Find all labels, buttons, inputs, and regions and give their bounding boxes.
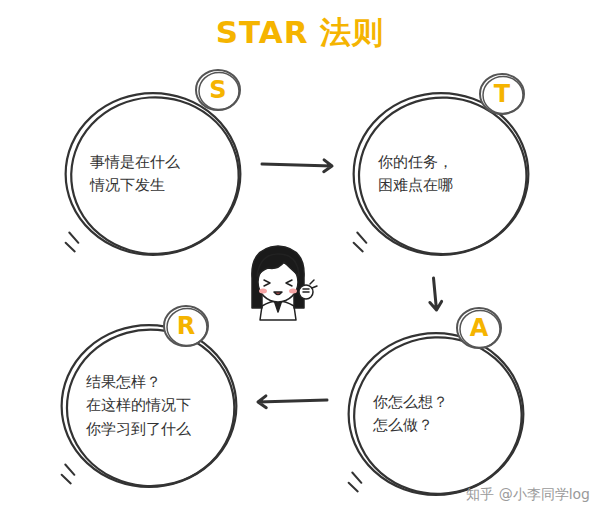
step-letter: R (177, 312, 195, 340)
step-letter: A (470, 314, 489, 342)
letter-badge: A (455, 306, 503, 350)
step-description: 事情是在什么 情况下发生 (90, 151, 216, 198)
letter-badge: S (194, 68, 242, 112)
step-letter: S (209, 76, 226, 104)
flow-arrow (258, 396, 327, 408)
step-description: 结果怎样？ 在这样的情况下 你学习到了什么 (86, 371, 212, 441)
watermark: 知乎 @小李同学log (466, 486, 590, 504)
letter-badge: R (162, 304, 210, 348)
flow-arrow (430, 278, 442, 310)
step-letter: T (494, 80, 510, 108)
title: STAR 法则 (0, 12, 600, 54)
star-loop-node: T你的任务， 困难点在哪 (350, 88, 532, 260)
letter-badge: T (478, 72, 526, 116)
star-loop-node: A你怎么想？ 怎么做？ (345, 328, 527, 500)
step-description: 你的任务， 困难点在哪 (378, 151, 504, 198)
flow-arrow (262, 160, 332, 172)
loop-outline (345, 328, 527, 500)
star-loop-node: S事情是在什么 情况下发生 (62, 88, 244, 260)
step-description: 你怎么想？ 怎么做？ (373, 391, 499, 438)
loop-outline (62, 88, 244, 260)
star-loop-node: R结果怎样？ 在这样的情况下 你学习到了什么 (58, 320, 240, 492)
